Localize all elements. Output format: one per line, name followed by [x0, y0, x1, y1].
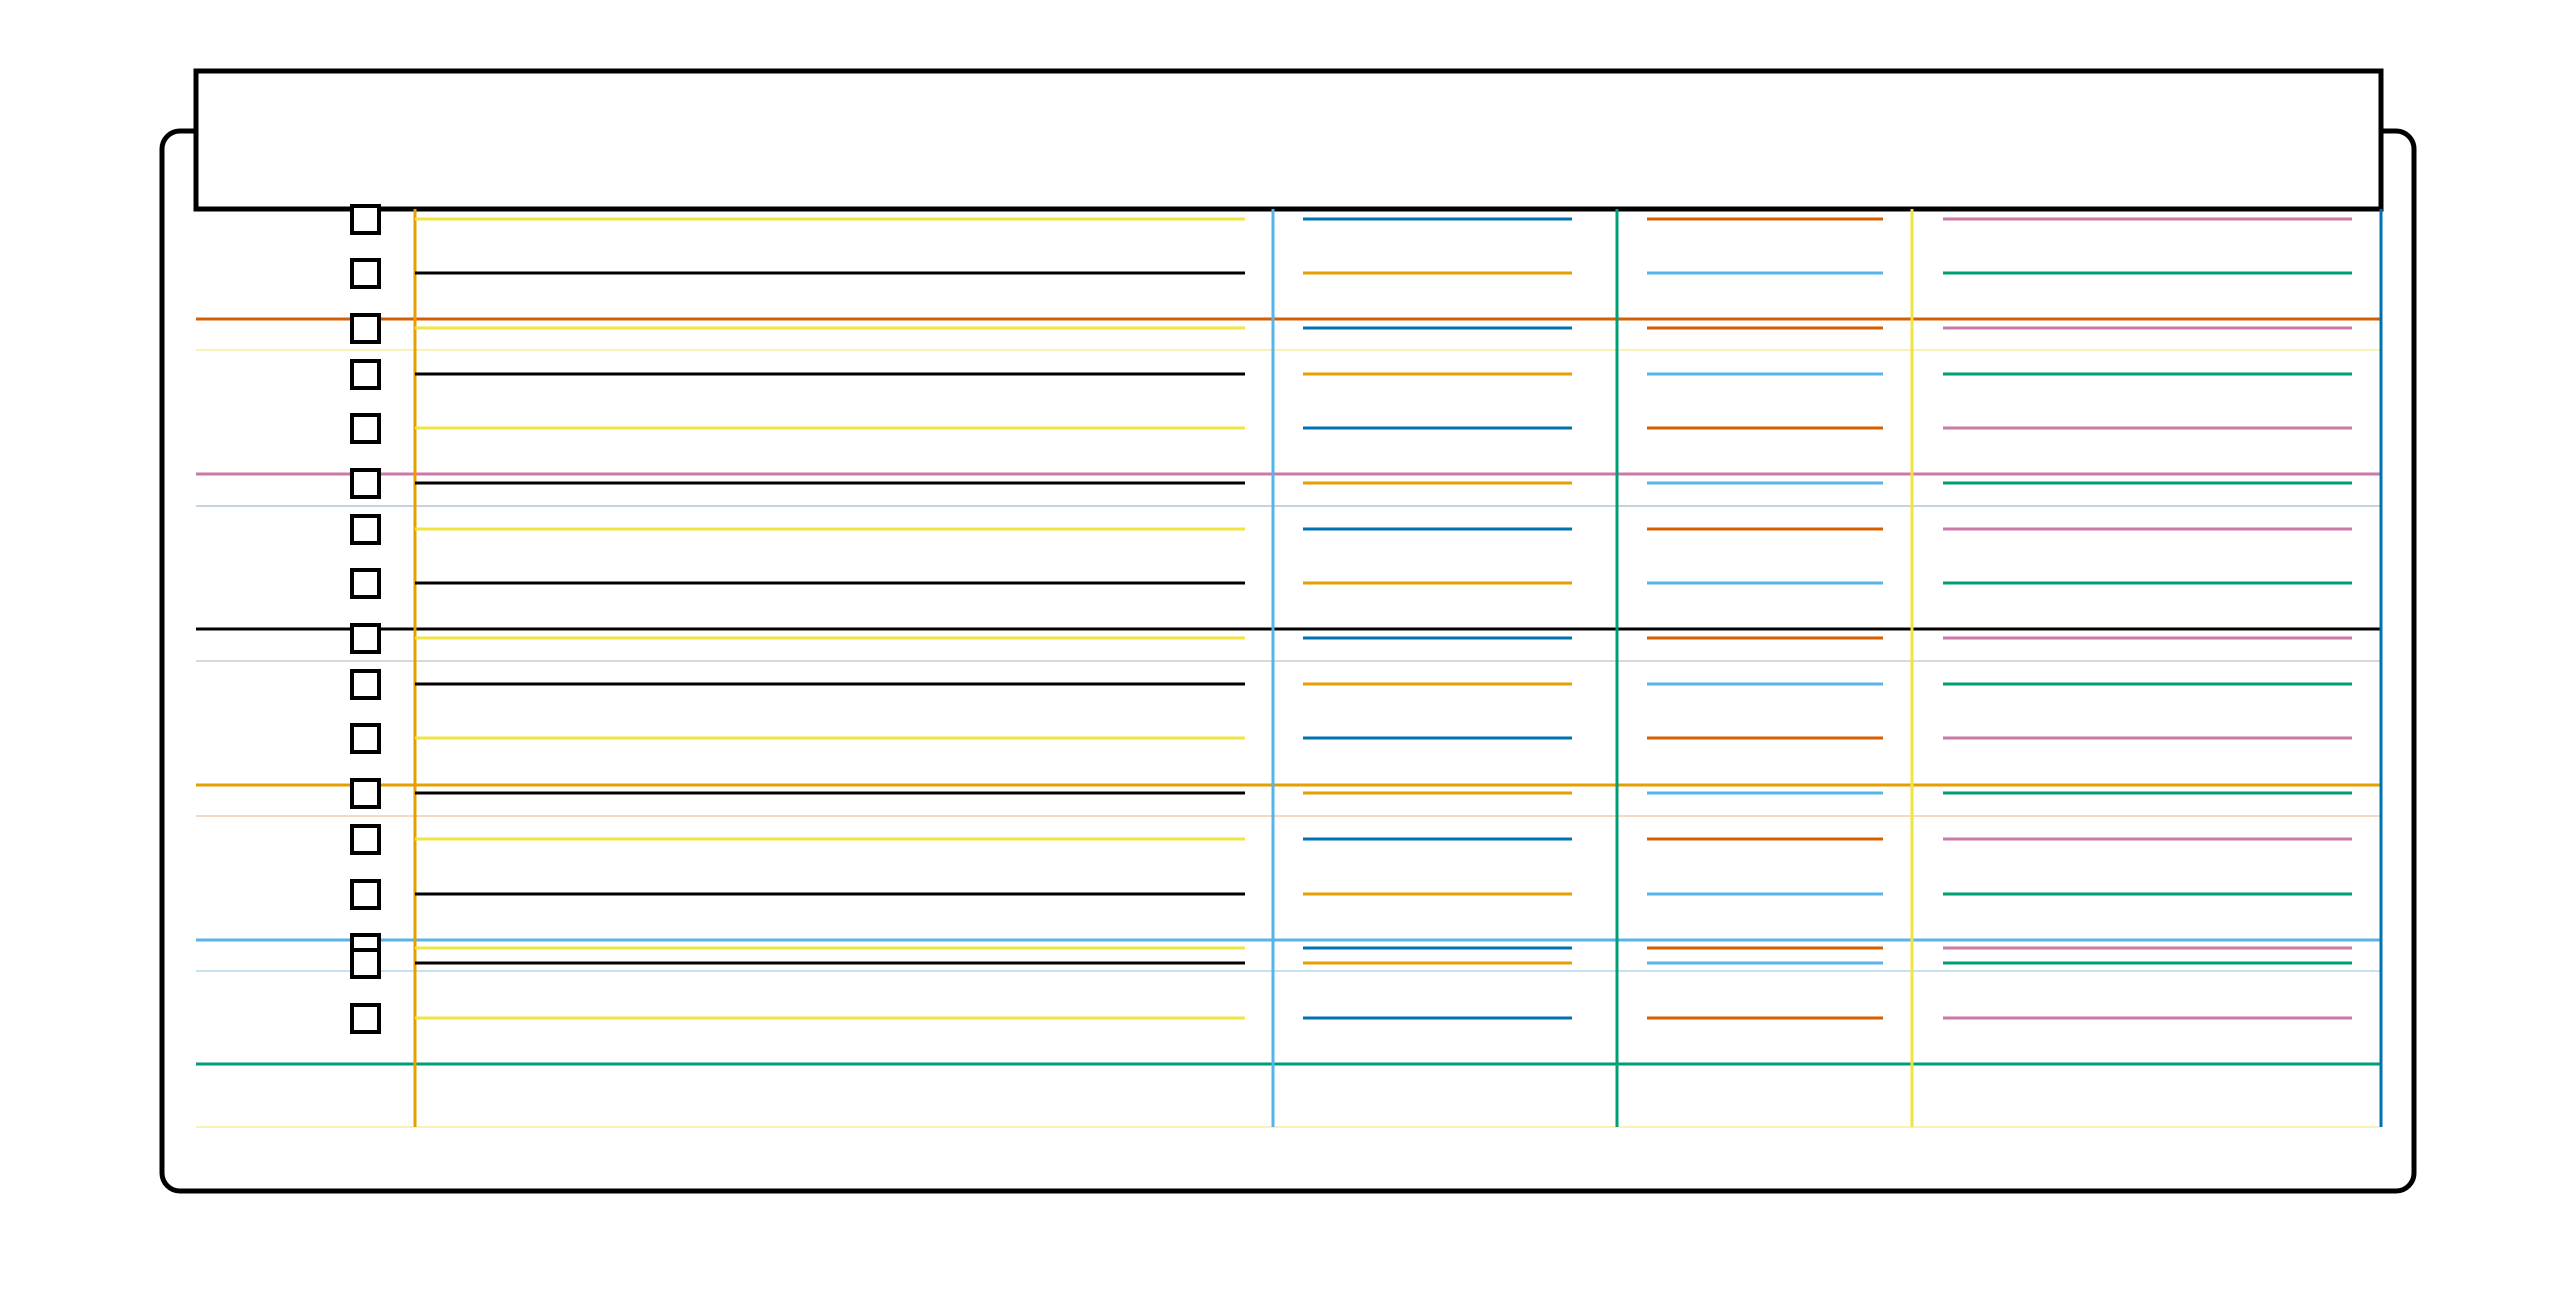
checkbox-icon[interactable]	[350, 1003, 381, 1034]
checkbox-icon[interactable]	[350, 468, 381, 499]
checkbox-icon[interactable]	[350, 669, 381, 700]
table-row	[350, 669, 2352, 700]
table-row	[350, 879, 2352, 910]
table-row	[350, 723, 2352, 754]
table-row	[350, 258, 2352, 289]
checkbox-icon[interactable]	[350, 824, 381, 855]
column-dividers	[413, 209, 2383, 1127]
checkbox-icon[interactable]	[350, 258, 381, 289]
table-row	[350, 313, 2352, 344]
table-row	[350, 468, 2352, 499]
checkbox-icon[interactable]	[350, 723, 381, 754]
table-row	[350, 568, 2352, 599]
checkbox-icon[interactable]	[350, 778, 381, 809]
checkbox-icon[interactable]	[350, 359, 381, 390]
table-row	[350, 778, 2352, 809]
table-row	[350, 623, 2352, 654]
table-row	[350, 204, 2352, 235]
table-row	[350, 933, 2352, 964]
header-bar	[193, 68, 2384, 212]
table-row	[350, 824, 2352, 855]
checkbox-icon[interactable]	[350, 623, 381, 654]
table-row	[350, 359, 2352, 390]
row-separators	[196, 317, 2381, 1128]
table-row	[350, 948, 2352, 979]
checkbox-icon[interactable]	[350, 514, 381, 545]
checkbox-icon[interactable]	[350, 568, 381, 599]
checkbox-icon[interactable]	[350, 204, 381, 235]
table-row	[350, 1003, 2352, 1034]
table-row	[350, 413, 2352, 444]
checkbox-icon[interactable]	[350, 879, 381, 910]
checkbox-icon[interactable]	[350, 313, 381, 344]
table-rows	[350, 204, 2352, 1034]
checkbox-icon[interactable]	[350, 413, 381, 444]
checkbox-icon[interactable]	[350, 948, 381, 979]
table-row	[350, 514, 2352, 545]
